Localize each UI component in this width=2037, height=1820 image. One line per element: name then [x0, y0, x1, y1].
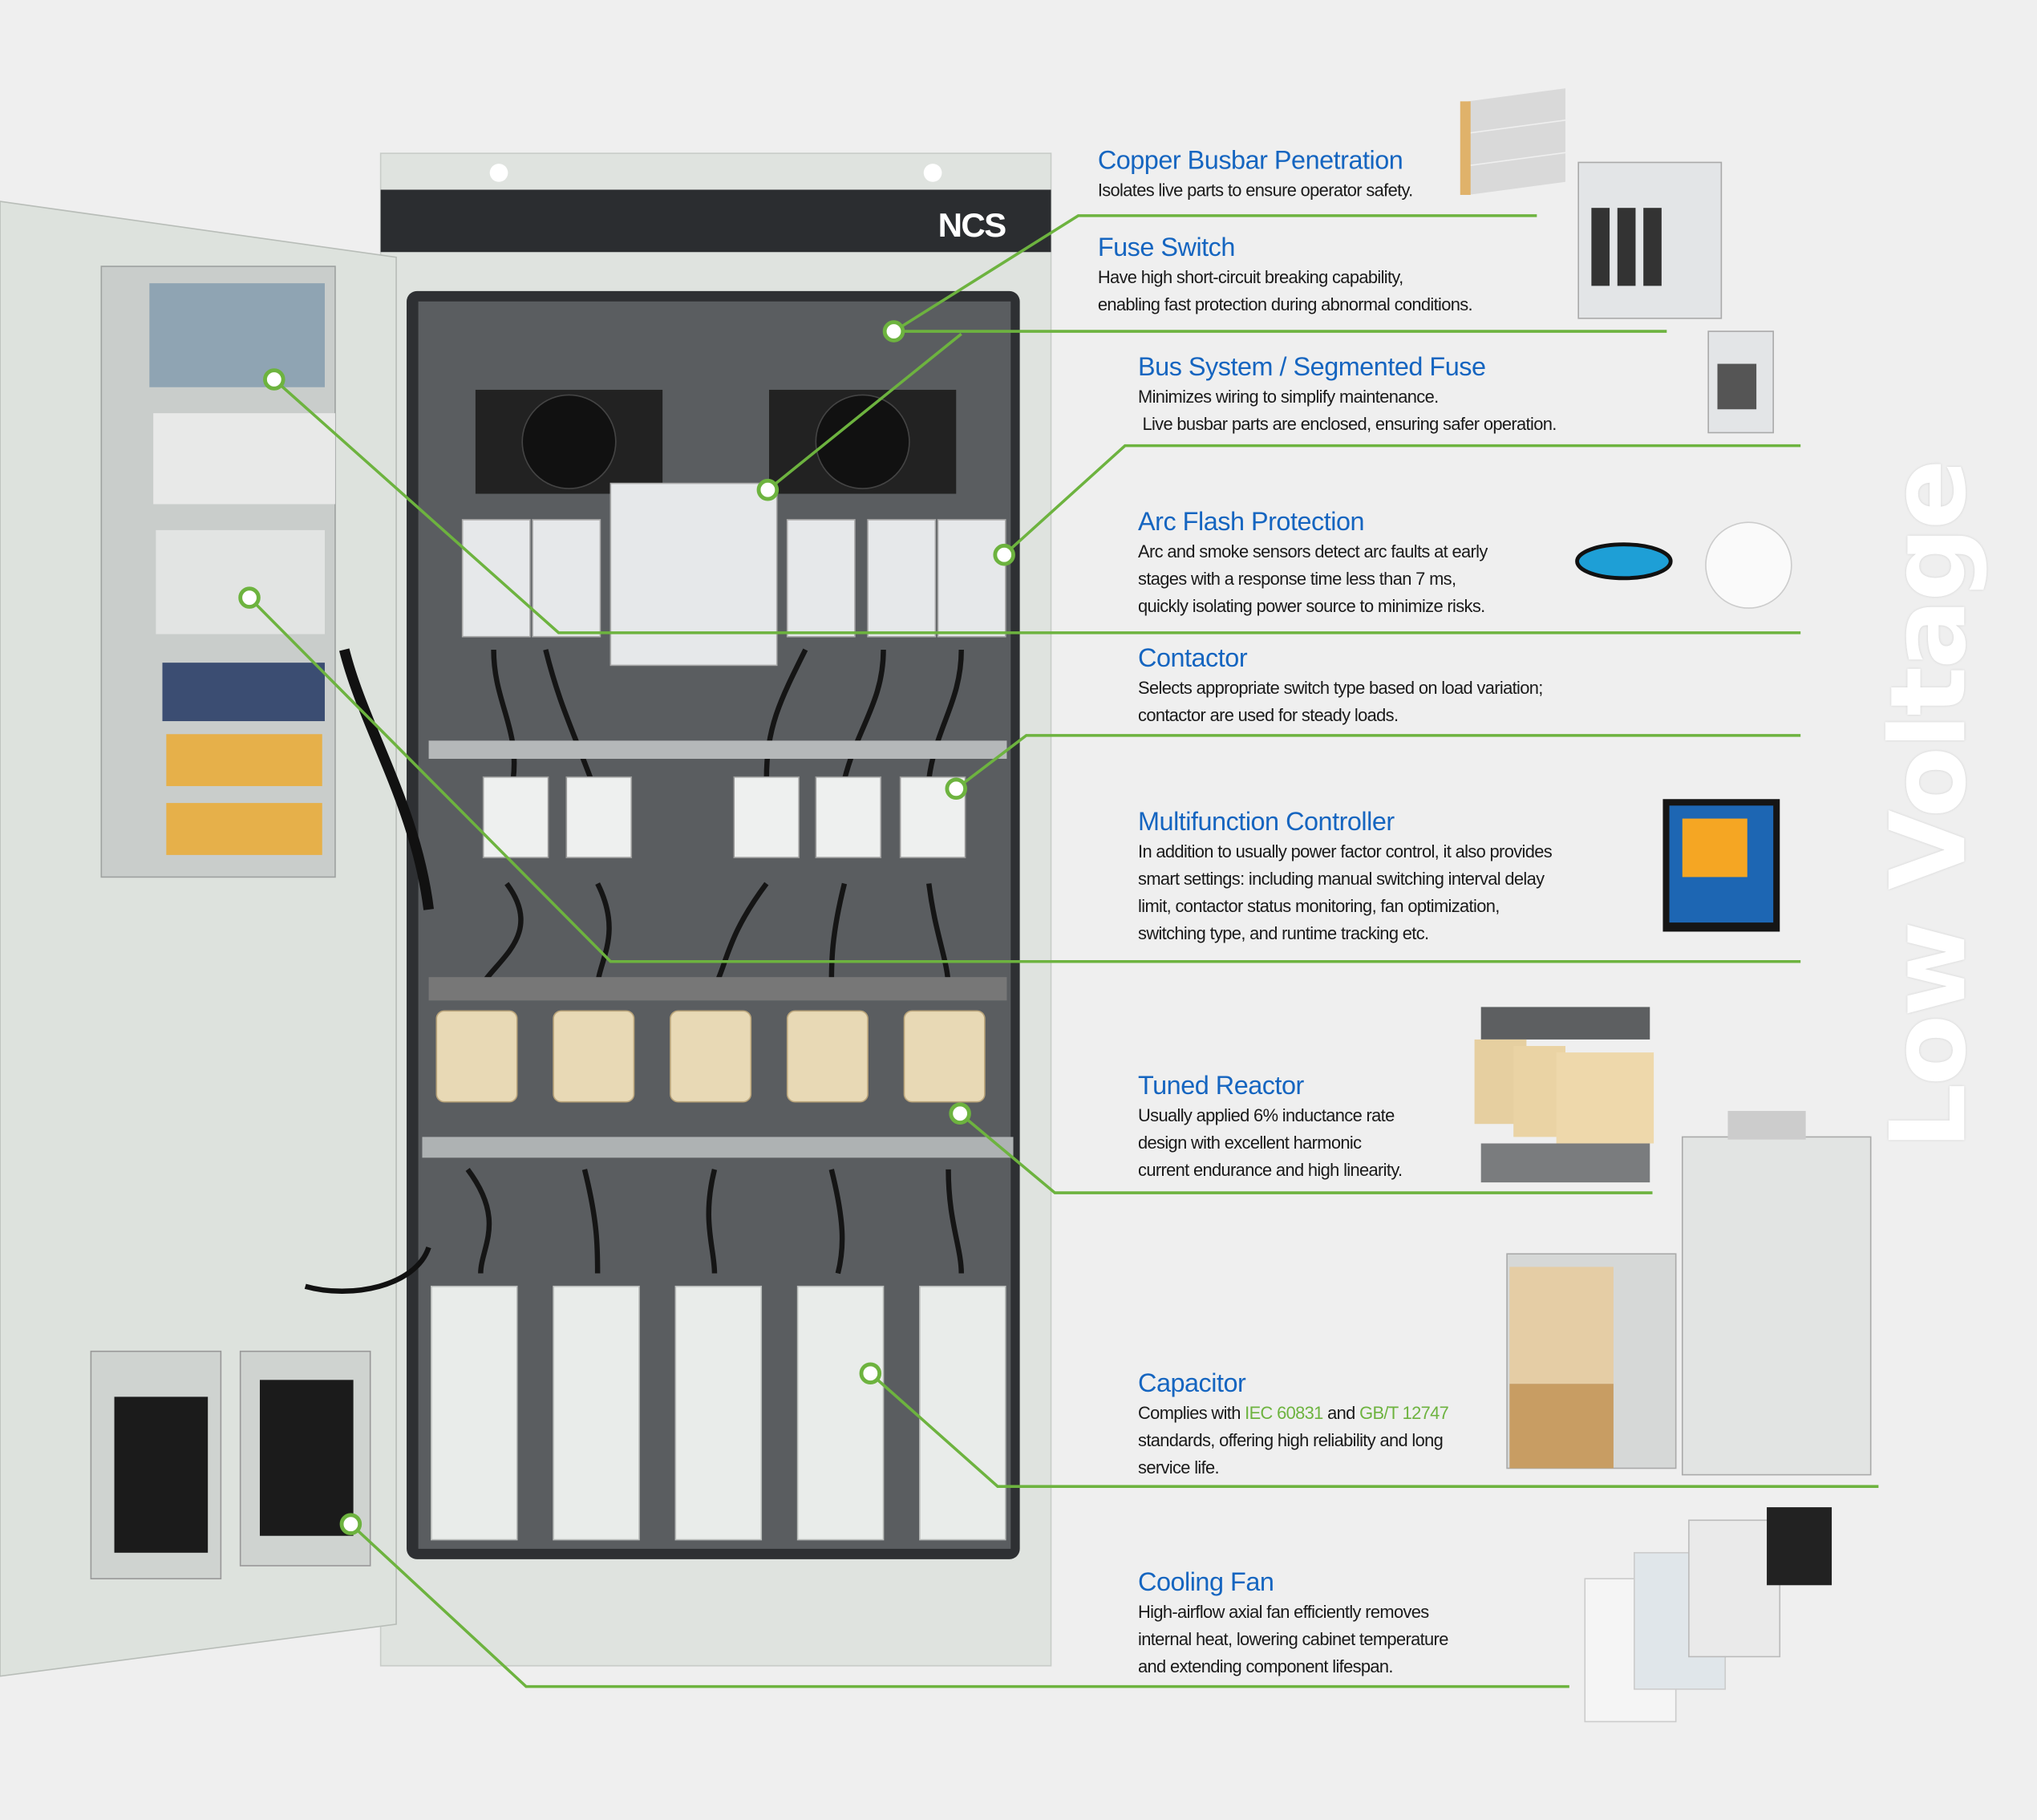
feature-title: Copper Busbar Penetration: [1097, 147, 1403, 176]
feature-desc: limit, contactor status monitoring, fan …: [1138, 896, 1500, 917]
desc-text: Complies with: [1138, 1403, 1245, 1423]
feature-desc: smart settings: including manual switchi…: [1138, 869, 1545, 890]
feature-desc: High-airflow axial fan efficiently remov…: [1138, 1602, 1429, 1622]
leader-lines: [248, 214, 1879, 1688]
product-fan-filter: [1584, 1507, 1832, 1723]
feature-desc: contactor are used for steady loads.: [1138, 705, 1399, 725]
feature-arc-flash: Arc Flash Protection Arc and smoke senso…: [1138, 507, 1488, 620]
feature-contactor: Contactor Selects appropriate switch typ…: [1138, 643, 1543, 729]
feature-desc: enabling fast protection during abnormal…: [1097, 294, 1473, 315]
feature-desc: internal heat, lowering cabinet temperat…: [1138, 1629, 1448, 1649]
feature-capacitor: Capacitor Complies with IEC 60831 and GB…: [1138, 1368, 1449, 1482]
brand-logo: NCS: [938, 205, 1007, 245]
feature-fuse-switch: Fuse Switch Have high short-circuit brea…: [1097, 233, 1473, 318]
cabinet-door: [0, 201, 434, 1677]
feature-copper-busbar: Copper Busbar Penetration Isolates live …: [1098, 145, 1413, 204]
side-title: Low Voltage: [1868, 461, 1990, 1150]
feature-desc: and extending component lifespan.: [1138, 1656, 1393, 1676]
feature-desc: Usually applied 6% inductance rate: [1138, 1105, 1395, 1125]
feature-title: Multifunction Controller: [1138, 808, 1395, 837]
feature-desc: service life.: [1138, 1457, 1220, 1477]
feature-title: Arc Flash Protection: [1138, 508, 1365, 537]
feature-title: Fuse Switch: [1097, 233, 1236, 263]
feature-desc: Minimizes wiring to simplify maintenance…: [1138, 387, 1439, 407]
feature-desc: design with excellent harmonic: [1138, 1133, 1362, 1153]
feature-title: Contactor: [1138, 644, 1248, 674]
feature-tuned-reactor: Tuned Reactor Usually applied 6% inducta…: [1138, 1071, 1403, 1184]
product-controller: [1662, 799, 1780, 932]
cabinet-body: [379, 152, 1052, 1667]
product-fuse-switch: [1577, 161, 1723, 319]
product-arc-sensors: [1575, 521, 1792, 609]
product-reactor: [1474, 1007, 1654, 1183]
product-busbar: [1460, 88, 1565, 195]
feature-desc: quickly isolating power source to minimi…: [1138, 596, 1485, 616]
feature-title: Bus System / Segmented Fuse: [1138, 353, 1486, 383]
feature-title: Tuned Reactor: [1138, 1072, 1304, 1101]
product-segmented-fuse: [1707, 330, 1774, 434]
feature-desc: Selects appropriate switch type based on…: [1138, 678, 1543, 698]
leader-dots: [238, 320, 1015, 1535]
standard-iec: IEC 60831: [1245, 1403, 1323, 1423]
product-capacitors: [1506, 1111, 1872, 1476]
feature-desc: Complies with IEC 60831 and GB/T 12747: [1138, 1400, 1449, 1427]
feature-controller: Multifunction Controller In addition to …: [1138, 807, 1553, 947]
feature-desc: Have high short-circuit breaking capabil…: [1097, 267, 1403, 287]
feature-cooling-fan: Cooling Fan High-airflow axial fan effic…: [1138, 1567, 1448, 1680]
feature-desc: standards, offering high reliability and…: [1138, 1430, 1444, 1450]
feature-desc: current endurance and high linearity.: [1138, 1160, 1403, 1180]
feature-title: Cooling Fan: [1138, 1568, 1274, 1597]
feature-desc: Isolates live parts to ensure operator s…: [1097, 180, 1413, 201]
feature-bus-system: Bus System / Segmented Fuse Minimizes wi…: [1138, 352, 1557, 438]
feature-desc: In addition to usually power factor cont…: [1138, 841, 1553, 861]
desc-text: and: [1322, 1403, 1360, 1423]
feature-desc: stages with a response time less than 7 …: [1138, 569, 1456, 589]
feature-desc: Arc and smoke sensors detect arc faults …: [1138, 541, 1488, 561]
feature-title: Capacitor: [1138, 1369, 1246, 1399]
standard-gbt: GB/T 12747: [1359, 1403, 1449, 1423]
feature-desc: Live busbar parts are enclosed, ensuring…: [1138, 414, 1557, 435]
feature-desc: switching type, and runtime tracking etc…: [1138, 923, 1429, 944]
